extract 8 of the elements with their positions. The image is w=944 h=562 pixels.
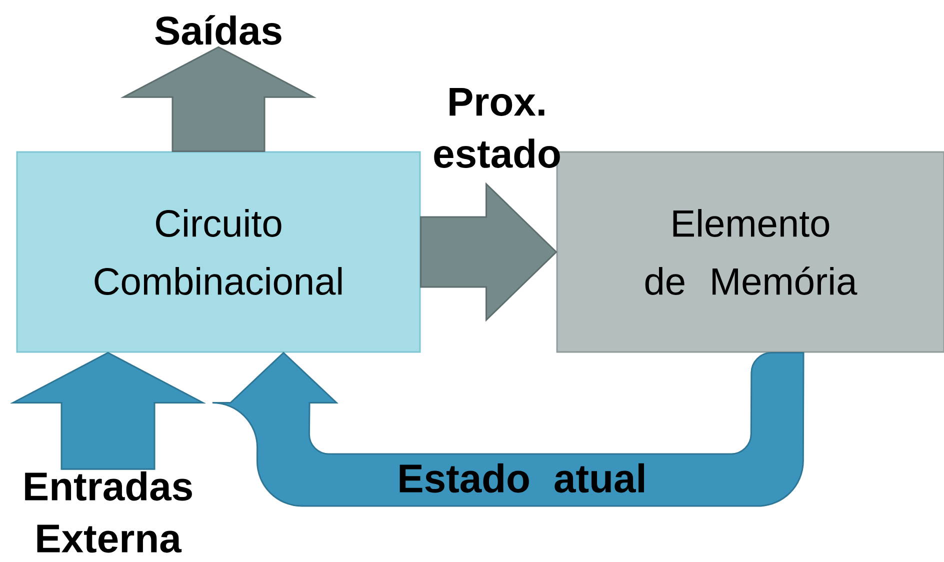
io-label: Saídas xyxy=(155,15,282,45)
block-arrow xyxy=(212,352,804,507)
block-arrow xyxy=(420,182,558,322)
block-arrow xyxy=(10,352,206,470)
block-arrow xyxy=(120,46,317,152)
edge-label: Estado atual xyxy=(400,463,644,493)
io-label: Entradas Externa xyxy=(25,471,192,553)
process-box: Circuito Combinacional xyxy=(16,151,421,353)
